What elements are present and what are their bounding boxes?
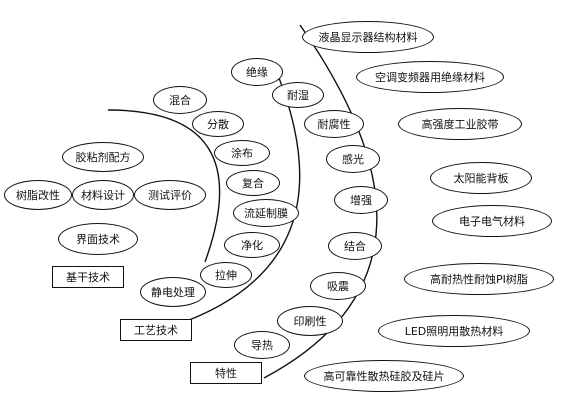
application-inverter-insulation-material: 空调变频器用绝缘材料 [356,61,504,93]
process-item-stretching: 拉伸 [200,262,252,288]
application-solar-backsheet: 太阳能背板 [430,162,532,194]
core-label-box: 基干技术 [52,266,124,288]
arc-process [175,67,301,326]
application-led-heat-dissipation: LED照明用散热材料 [378,315,530,347]
application-electronic-electrical-material: 电子电气材料 [432,205,552,237]
core-item-resin-modification: 树脂改性 [4,180,72,210]
core-item-material-design: 材料设计 [72,180,134,210]
application-lcd-structural-material: 液晶显示器结构材料 [302,21,434,53]
property-item-moisture-resistance: 耐湿 [272,82,324,108]
application-silicone-thermal-pad: 高可靠性散热硅胶及硅片 [304,360,464,392]
property-item-shock-absorption: 吸震 [310,272,366,300]
property-item-reinforcement: 增强 [334,186,388,214]
process-item-coating: 涂布 [214,140,270,166]
process-item-purification: 净化 [224,232,280,258]
arc-properties [263,24,378,379]
process-item-electrostatic-treatment: 静电处理 [140,277,206,307]
process-item-mixing: 混合 [153,86,207,114]
core-item-adhesive-formula: 胶粘剂配方 [62,142,144,172]
property-item-corrosion-resistance: 耐腐性 [304,110,364,138]
application-high-heat-pi-resin: 高耐热性耐蚀PI树脂 [404,263,554,295]
application-high-strength-tape: 高强度工业胶带 [398,108,522,140]
property-item-printability: 印刷性 [277,306,343,336]
property-item-photosensitivity: 感光 [326,145,380,173]
arc-core [107,109,221,263]
process-item-cast-film: 流延制膜 [233,199,299,227]
core-item-interface-technology: 界面技术 [58,223,138,255]
process-item-lamination: 复合 [226,170,280,196]
process-item-dispersion: 分散 [192,111,244,137]
core-item-test-evaluation: 测试评价 [134,180,206,210]
process-label-box: 工艺技术 [120,319,192,341]
property-label-box: 特性 [190,362,262,384]
property-item-thermal-conductivity: 导热 [234,331,290,359]
property-item-insulation: 绝缘 [231,58,283,86]
property-item-bonding: 结合 [328,232,382,260]
